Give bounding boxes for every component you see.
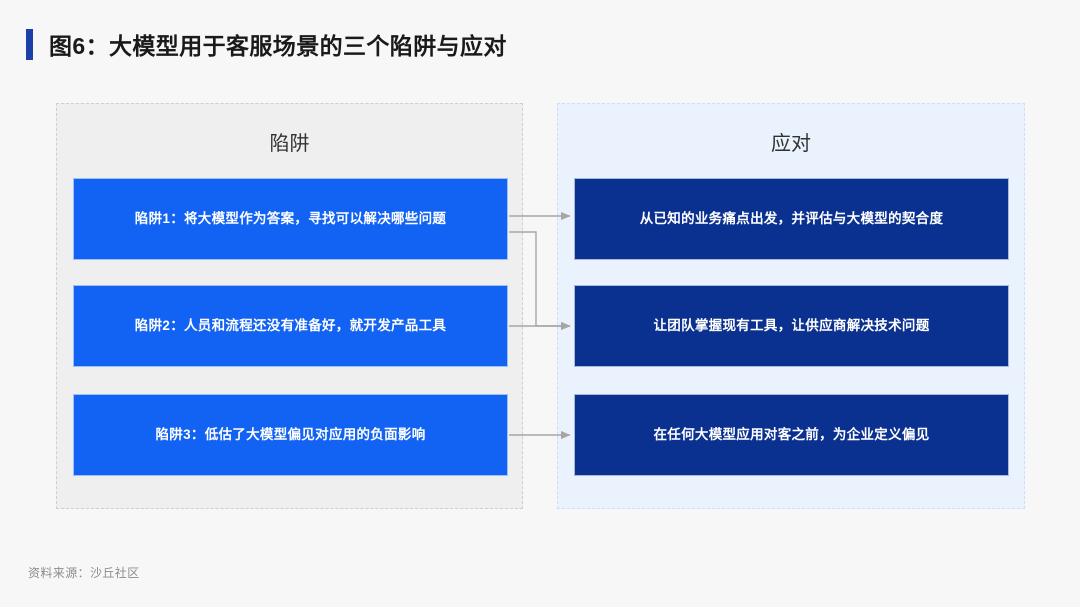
source-note: 资料来源：沙丘社区 [28,566,140,580]
title-accent-bar [26,28,33,60]
responses-panel-header: 应对 [771,133,811,155]
page-title: 图6：大模型用于客服场景的三个陷阱与应对 [26,27,507,61]
response-card-1[interactable]: 从已知的业务痛点出发，并评估与大模型的契合度 [574,178,1009,260]
response-card-2[interactable]: 让团队掌握现有工具，让供应商解决技术问题 [574,285,1009,367]
response-card-3[interactable]: 在任何大模型应用对客之前，为企业定义偏见 [574,394,1009,476]
trap-card-1[interactable]: 陷阱1：将大模型作为答案，寻找可以解决哪些问题 [73,178,508,260]
trap-card-3[interactable]: 陷阱3：低估了大模型偏见对应用的负面影响 [73,394,508,476]
traps-panel-header: 陷阱 [269,133,310,155]
page-title-text: 图6：大模型用于客服场景的三个陷阱与应对 [49,33,507,59]
trap-card-2[interactable]: 陷阱2：人员和流程还没有准备好，就开发产品工具 [73,285,508,367]
